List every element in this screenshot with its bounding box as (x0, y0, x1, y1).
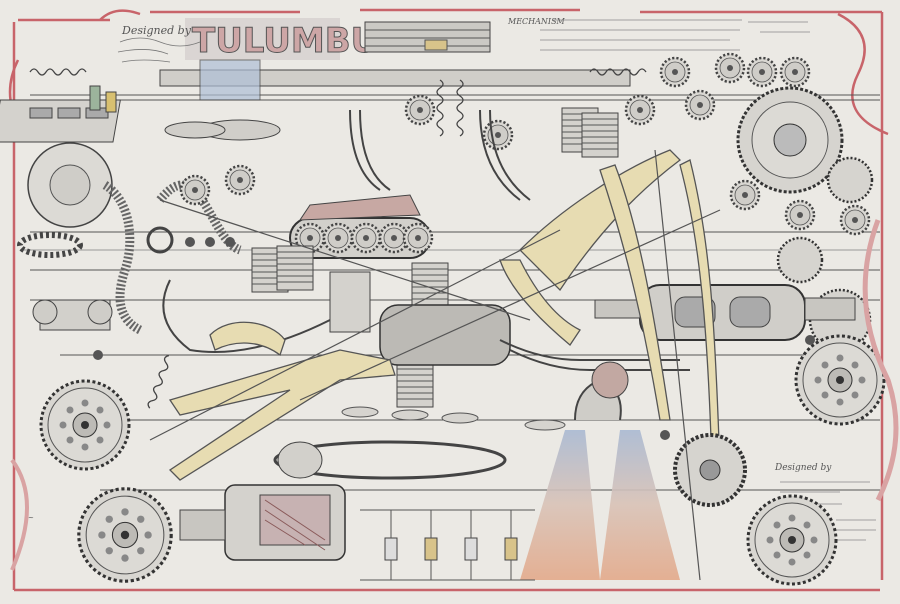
credits-top-left: Designed by (121, 24, 192, 37)
bead-ring (17, 232, 83, 258)
left-panel (0, 85, 121, 228)
tank-track (289, 194, 434, 259)
exhaust-flames (520, 361, 680, 580)
yellow-mechanical-legs (168, 149, 721, 481)
title-text: TULUMBU (192, 21, 378, 61)
mechanism-label: MECHANISM (507, 17, 566, 26)
right-gear-train (729, 86, 886, 426)
svg-text:~: ~ (28, 514, 34, 522)
credits-bottom-right: Designed by (774, 463, 832, 473)
title-block: TULUMBU Designed by MECHANISM Designed b… (117, 17, 876, 541)
resistors (360, 509, 535, 581)
red-border-frame (8, 8, 889, 592)
small-carriage (32, 299, 113, 331)
wheel-left (39, 379, 131, 471)
electric-motor (179, 484, 346, 561)
